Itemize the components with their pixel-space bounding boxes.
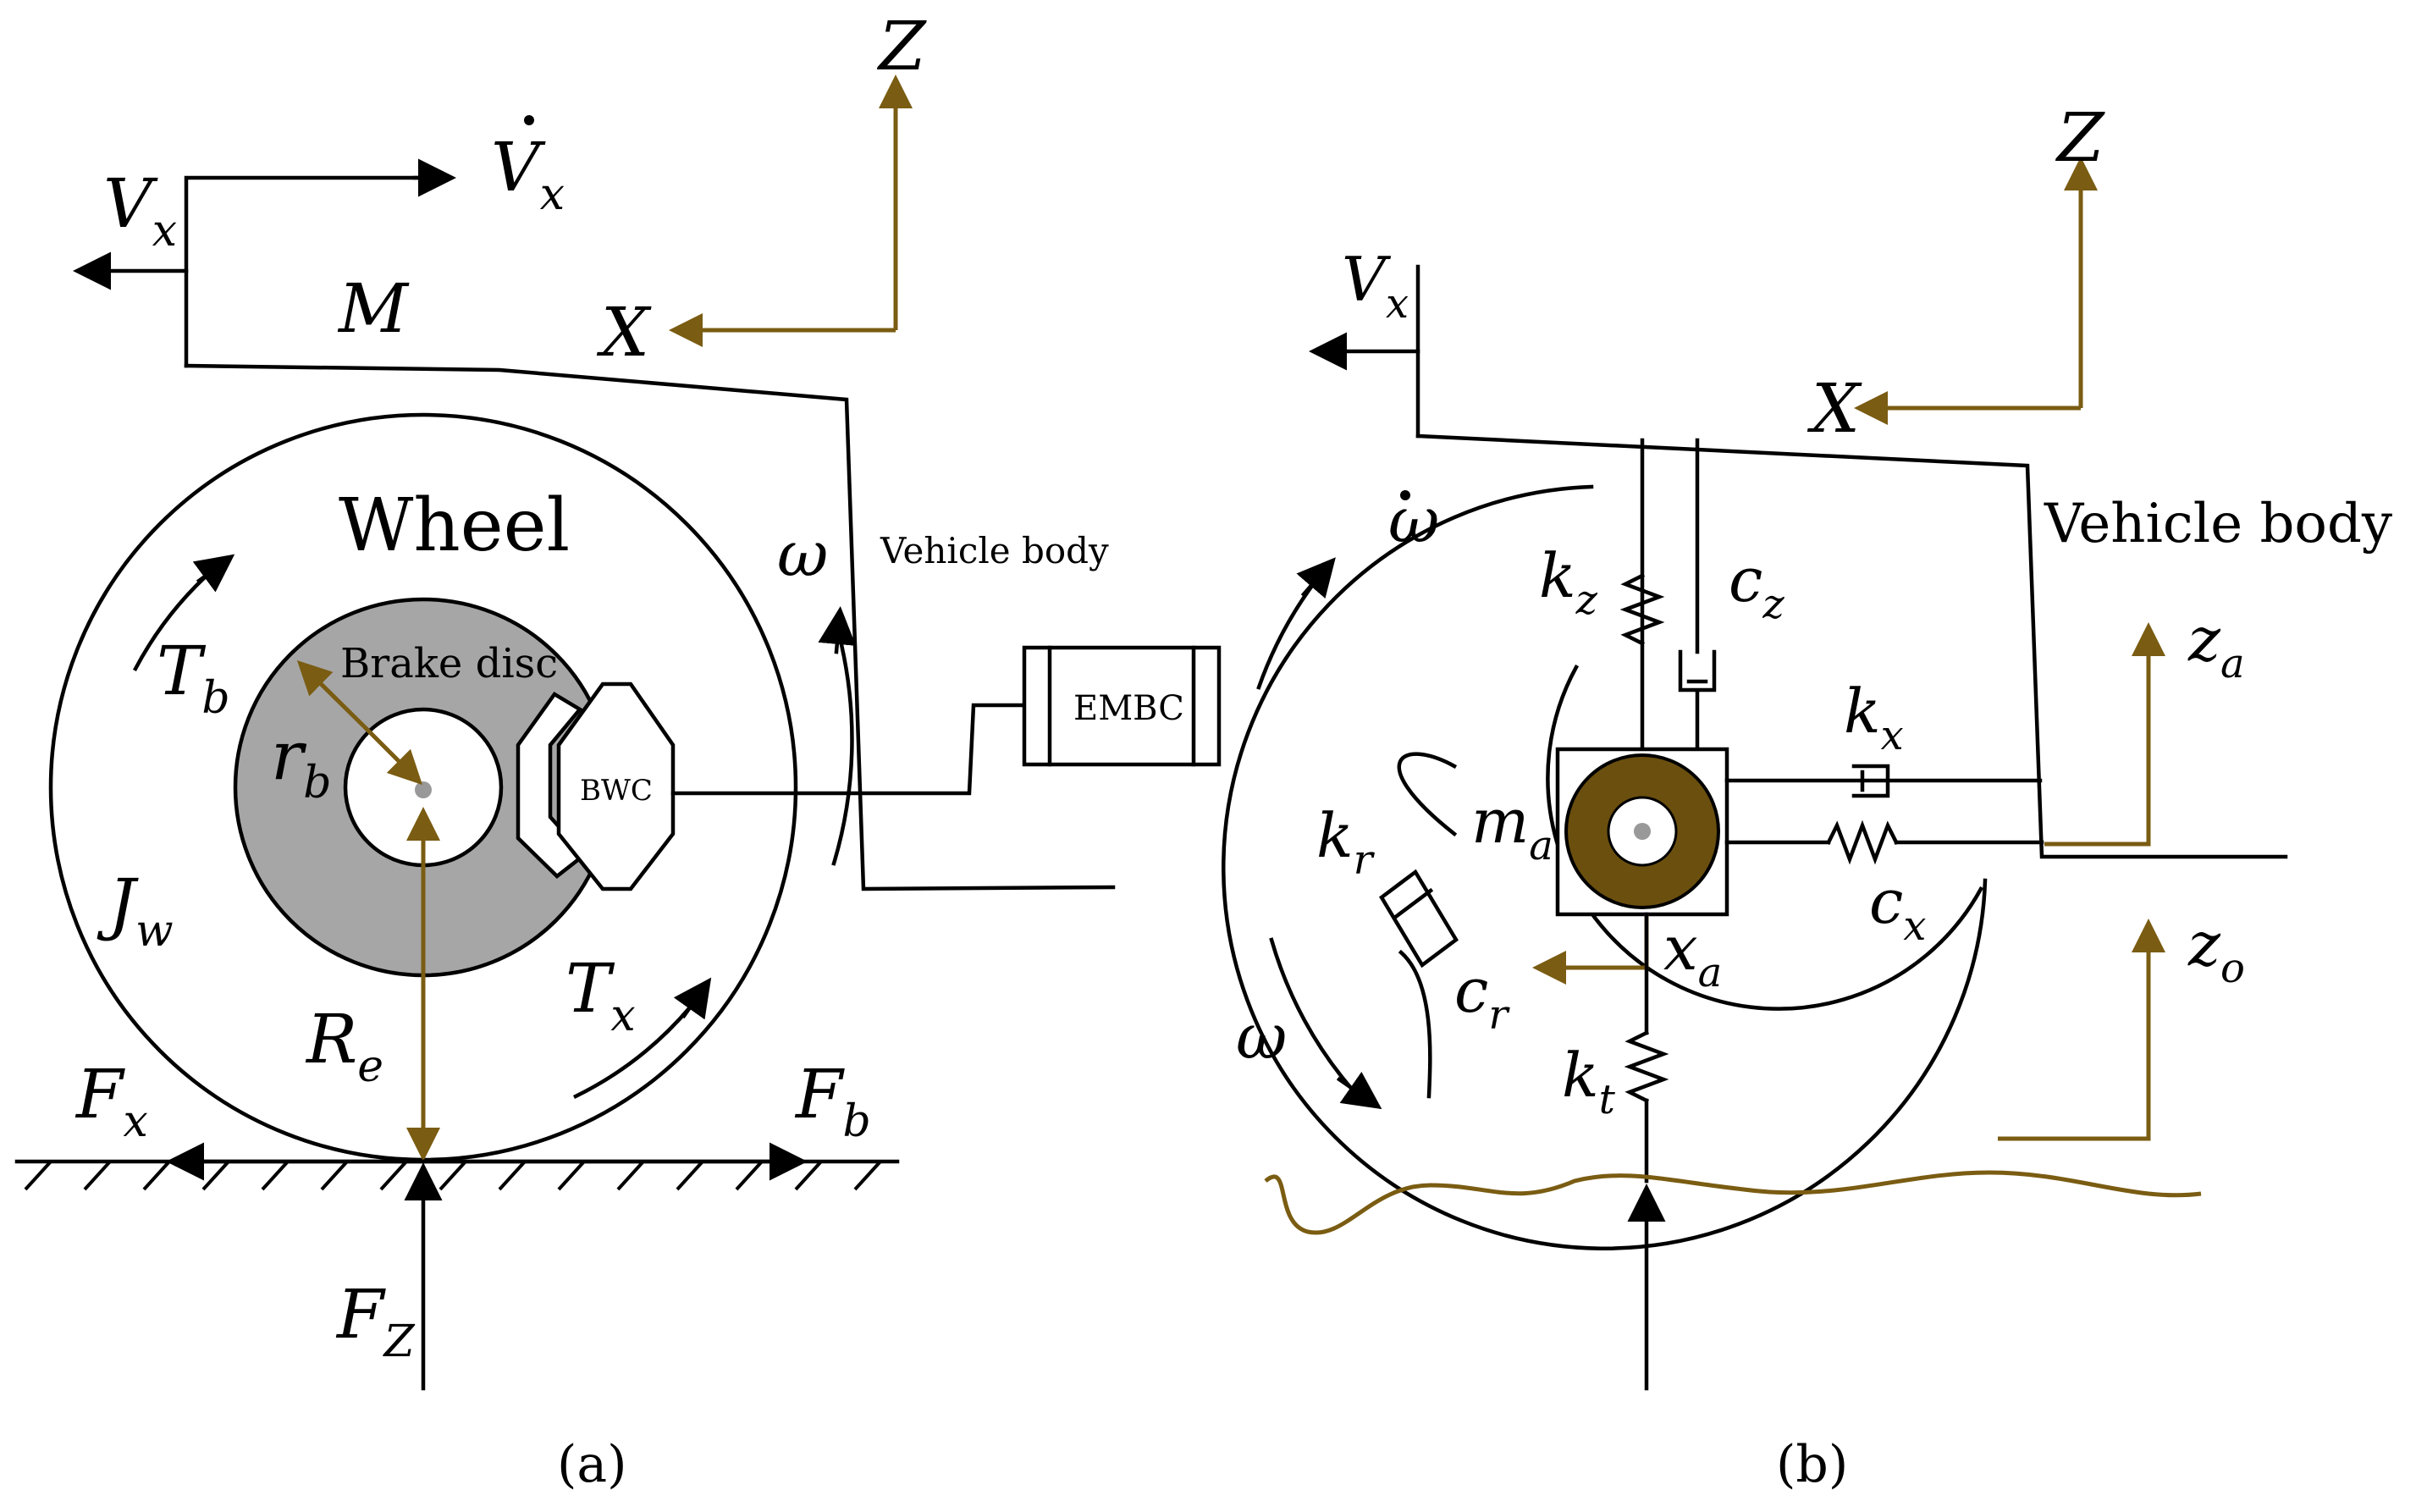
rb-label: rb (271, 716, 332, 808)
vehicle-body-label-b: Vehicle body (2044, 493, 2392, 555)
vx-dot-mark (524, 115, 534, 125)
axis-x-label-a: X (596, 293, 652, 372)
panel-b: Vx Z X Vehicle body kz cz ma xa kx (1222, 98, 2392, 1494)
zo-label: zo (2187, 908, 2245, 992)
kz-spring (1619, 572, 1665, 647)
axis-z-label-a: Z (876, 7, 927, 86)
kx-label: kx (1844, 676, 1904, 759)
tx-label: Tx (565, 949, 636, 1041)
za-label: za (2187, 604, 2245, 687)
omega-arrow-b (1336, 1071, 1382, 1110)
wheel-outer-arc-b (1222, 484, 1988, 1250)
xa-label: xa (1663, 913, 1722, 996)
jw-label: Jw (97, 864, 174, 957)
velocity-bracket (184, 175, 443, 368)
omega-arrow-head-a (818, 606, 857, 654)
brake-disc-label: Brake disc (340, 640, 558, 687)
axis-z-label-b: Z (2055, 98, 2105, 177)
axis-x-label-b: X (1806, 369, 1862, 448)
caption-b: (b) (1776, 1435, 1848, 1494)
vehicle-body-label-a: Vehicle body (880, 530, 1109, 571)
mass-label: M (337, 269, 410, 348)
za-marker (2044, 643, 2151, 847)
cx-label: cx (1869, 866, 1926, 950)
omega-dot-arc (1256, 577, 1320, 690)
ma-label: ma (1471, 786, 1553, 869)
vehicle-body-outline-a (184, 363, 1116, 891)
tb-arrow-head (192, 554, 235, 593)
wheel-inner-arc-b (1546, 664, 1984, 1011)
wheel-center (415, 781, 432, 798)
bwc-caliper (556, 682, 676, 891)
embc-label: EMBC (1073, 689, 1184, 728)
tx-arrow-head (673, 977, 712, 1020)
kr-element (1379, 869, 1459, 968)
omega-dot-mark (1400, 490, 1410, 500)
embc-box (1022, 645, 1222, 767)
tb-label: Tb (157, 632, 230, 724)
fz-label: FZ (335, 1275, 416, 1367)
bwc-label: BWC (580, 774, 653, 808)
vehicle-body-outline-b (1415, 433, 2288, 859)
kr-label: kr (1316, 800, 1376, 884)
vx-label-b: Vx (1342, 244, 1409, 328)
bwc-cable (670, 703, 1027, 796)
omega-arc-a (831, 628, 854, 866)
panel-a: Vx Vx M Z X Wheel Brake disc BWC EMBC Ve… (14, 7, 1222, 1494)
omega-label-b: ω (1236, 1001, 1287, 1073)
zo-marker (1998, 940, 2151, 1141)
omega-dot-label: ω (1388, 484, 1439, 557)
rb-arrow-up (296, 659, 366, 728)
cr-label: cr (1454, 955, 1510, 1039)
kt-label: kt (1562, 1040, 1616, 1123)
cx-spring (1825, 819, 1900, 865)
kr-cr-link (1397, 752, 1458, 1099)
fx-label: Fx (74, 1055, 148, 1147)
omega-label-a: ω (777, 518, 828, 591)
re-label: Re (305, 1000, 383, 1092)
wheel-label: Wheel (339, 483, 570, 568)
cz-label: cz (1729, 544, 1784, 628)
vx-dot-label: Vx (491, 128, 565, 220)
fb-label: Fb (794, 1055, 871, 1147)
rb-arrow-down (362, 725, 423, 786)
ground-hatching-a (24, 1160, 882, 1191)
caption-a: (a) (557, 1435, 627, 1494)
kx-damper (1851, 764, 1890, 798)
omega-dot-arrow (1296, 557, 1336, 599)
axle-center (1634, 823, 1651, 840)
road-profile (1264, 1170, 2202, 1235)
kt-spring (1624, 1029, 1669, 1104)
kz-label: kz (1539, 540, 1598, 624)
cz-damper (1678, 649, 1717, 752)
vx-label: Vx (103, 164, 177, 257)
